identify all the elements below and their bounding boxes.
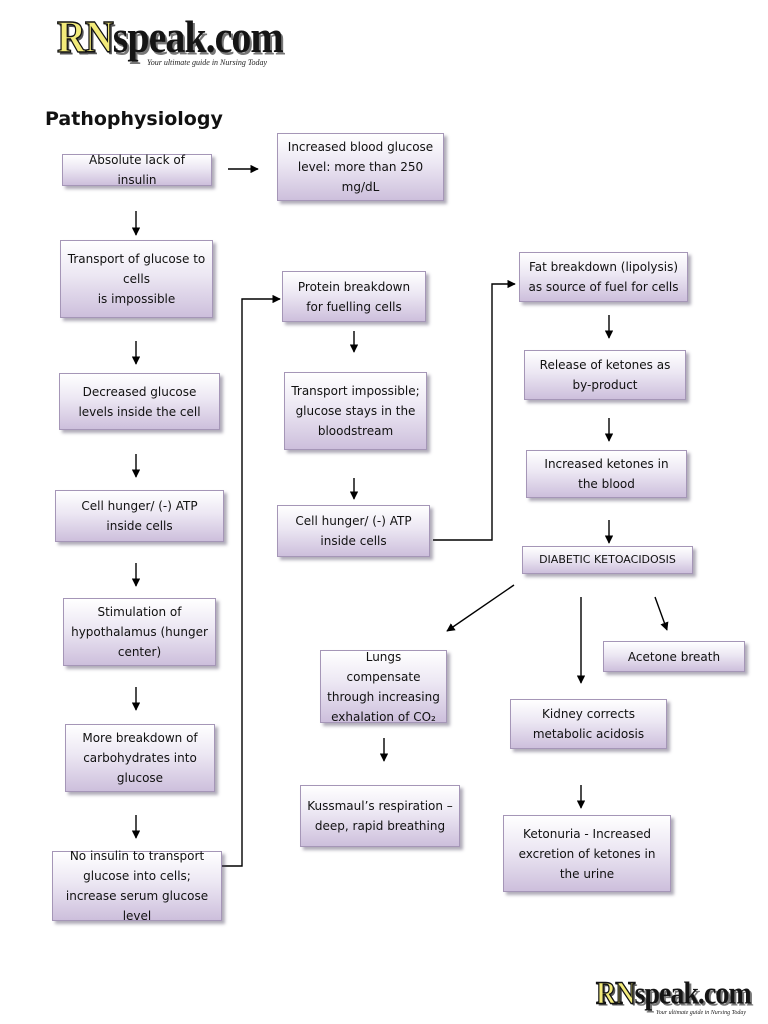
node-decreased-glucose: Decreased glucose levels inside the cell (59, 373, 220, 430)
node-cell-hunger-1: Cell hunger/ (-) ATP inside cells (55, 490, 224, 542)
page-title: Pathophysiology (45, 108, 223, 130)
node-more-breakdown: More breakdown of carbohydrates into glu… (65, 724, 215, 792)
node-acetone-breath: Acetone breath (603, 641, 745, 672)
logo-speak: speak.com (112, 10, 284, 63)
node-diabetic-ketoacidosis: DIABETIC KETOACIDOSIS (522, 546, 693, 574)
node-kussmaul: Kussmaul’s respiration – deep, rapid bre… (300, 785, 460, 847)
arrow-to-fat (433, 279, 516, 541)
arrow-dka-to-lungs (446, 584, 515, 632)
node-transport-impossible-2: Transport impossible; glucose stays in t… (284, 372, 427, 450)
node-protein-breakdown: Protein breakdown for fuelling cells (282, 271, 426, 322)
node-release-ketones: Release of ketones as by-product (524, 350, 686, 400)
node-absolute-lack: Absolute lack of insulin (62, 153, 212, 187)
footer-logo-tagline: Your ultimate guide in Nursing Today (656, 1010, 747, 1016)
node-kidney-corrects: Kidney corrects metabolic acidosis (510, 699, 667, 749)
node-ketonuria: Ketonuria - Increased excretion of keton… (503, 815, 671, 892)
footer-logo-speak: speak.com (634, 975, 751, 1012)
node-lungs-compensate: Lungs compensate through increasing exha… (320, 650, 447, 724)
footer-logo-rn: RN (595, 975, 636, 1012)
logo-tagline: Your ultimate guide in Nursing Today (147, 58, 268, 67)
header-logo: RNspeak.com Your ultimate guide in Nursi… (56, 10, 287, 70)
node-stimulation-hypothalamus: Stimulation of hypothalamus (hunger cent… (63, 598, 216, 666)
node-cell-hunger-2: Cell hunger/ (-) ATP inside cells (277, 505, 430, 557)
node-no-insulin: No insulin to transport glucose into cel… (52, 849, 222, 923)
node-transport-impossible: Transport of glucose to cells is impossi… (60, 240, 213, 318)
node-increased-ketones: Increased ketones in the blood (526, 450, 687, 498)
footer-logo: RNspeak.com Your ultimate guide in Nursi… (595, 975, 756, 1018)
arrow-to-protein (222, 294, 281, 867)
logo-rn: RN (56, 10, 114, 63)
arrow-dka-to-acetone (654, 596, 669, 631)
node-increased-blood-glucose: Increased blood glucose level: more than… (277, 133, 444, 201)
node-fat-breakdown: Fat breakdown (lipolysis) as source of f… (519, 252, 688, 302)
